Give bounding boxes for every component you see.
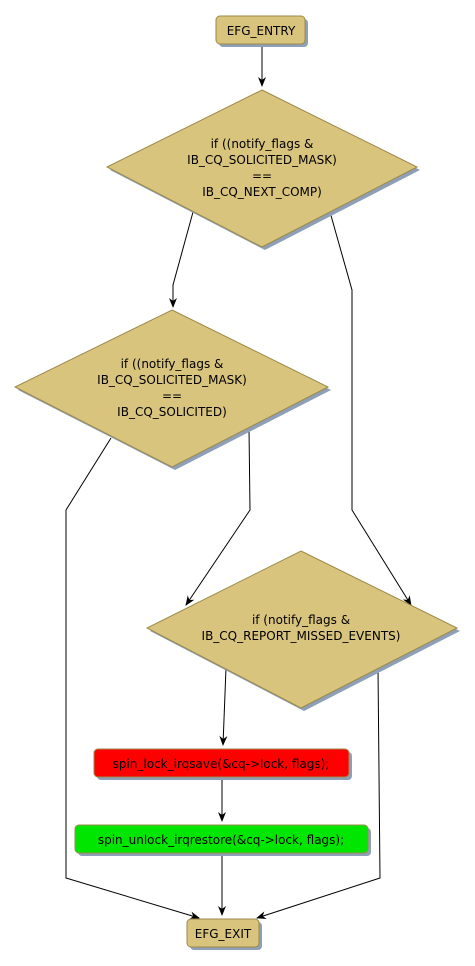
cond-missed-line-1: if (notify_flags & [252,613,350,627]
cond-solicited-line-1: if ((notify_flags & [121,357,224,371]
exit-node-label: EFG_EXIT [195,927,252,941]
cond-solicited-node: if ((notify_flags & IB_CQ_SOLICITED_MASK… [13,309,331,470]
unlock-node: spin_unlock_irqrestore(&cq->lock, flags)… [74,824,371,856]
lock-node-label: spin_lock_irqsave(&cq->lock, flags); [113,757,330,771]
cond-solicited-diamond [13,309,330,468]
cond-solicited-line-3: == [162,389,182,403]
edges [65,46,412,920]
entry-node-box [215,15,306,45]
edge-cond-solicited-to-exit [65,437,200,920]
edge-cond-missed-to-lock [219,667,228,746]
cond-missed-line-2: IB_CQ_REPORT_MISSED_EVENTS) [202,629,401,643]
cond-next-comp-diamond [105,89,419,248]
unlock-node-box [74,824,369,854]
lock-node: spin_lock_irqsave(&cq->lock, flags); [93,748,352,780]
cond-next-comp-line-3: == [252,169,272,183]
cond-missed-diamond [145,550,459,709]
entry-node-label: EFG_ENTRY [227,24,296,38]
lock-node-box [93,748,350,778]
cond-next-comp-line-2: IB_CQ_SOLICITED_MASK) [187,153,337,167]
unlock-node-label: spin_unlock_irqrestore(&cq->lock, flags)… [98,833,344,847]
entry-node: EFG_ENTRY [215,15,308,47]
cond-next-comp-line-1: if ((notify_flags & [211,137,314,151]
cond-next-comp-node: if ((notify_flags & IB_CQ_SOLICITED_MASK… [105,89,420,250]
cond-next-comp-line-4: IB_CQ_NEXT_COMP) [202,185,322,199]
cond-solicited-line-4: IB_CQ_SOLICITED) [117,405,227,419]
edge-cond-missed-to-exit [256,667,381,920]
cond-missed-node: if (notify_flags & IB_CQ_REPORT_MISSED_E… [145,550,460,711]
edge-cond-next-comp-to-cond-missed [329,211,412,606]
exit-node-box [186,918,260,948]
edge-cond-solicited-to-cond-missed [185,427,251,606]
edge-cond-next-comp-to-cond-solicited [169,211,194,308]
exit-node: EFG_EXIT [186,918,262,950]
cond-solicited-line-2: IB_CQ_SOLICITED_MASK) [97,373,247,387]
